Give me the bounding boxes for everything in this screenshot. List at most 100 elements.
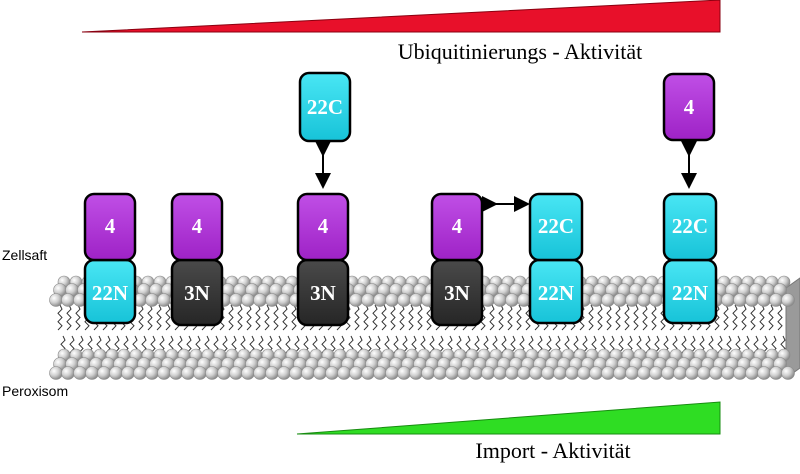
pex4-box: [430, 192, 484, 262]
lipid-head-bead: [289, 366, 303, 380]
lipid-head-bead: [265, 293, 279, 307]
pex4-box: [296, 192, 350, 262]
lipid-tail: [615, 304, 621, 331]
lipid-tail: [714, 304, 720, 331]
lipid-head-bead: [385, 366, 399, 380]
lipid-tail: [777, 304, 783, 331]
lipid-tail: [489, 304, 495, 331]
lipid-head-bead: [397, 366, 411, 380]
pex4-box-label: 4: [105, 214, 116, 238]
lipid-head-bead: [145, 366, 159, 380]
pex3n-box-label: 3N: [184, 281, 210, 305]
lipid-head-bead: [157, 366, 171, 380]
lipid-head-bead: [601, 366, 615, 380]
ubiquitination-activity-label: Ubiquitinierungs - Aktivität: [398, 39, 642, 64]
lipid-head-bead: [685, 366, 699, 380]
lipid-head-bead: [493, 293, 507, 307]
complex-pex4-pex22n: 22N 4: [83, 192, 137, 325]
lipid-tail: [246, 304, 252, 331]
lipid-head-bead: [193, 366, 207, 380]
complex-pex4-pex3n-side: 3N 4: [430, 192, 484, 327]
lipid-head-bead: [265, 366, 279, 380]
lipid-tail: [165, 304, 171, 331]
pex22n-box-label: 22N: [92, 281, 128, 305]
lipid-head-bead: [277, 366, 291, 380]
lipid-tail: [228, 304, 234, 331]
lipid-head-bead: [349, 366, 363, 380]
lipid-tail: [750, 304, 756, 331]
lipid-tail: [498, 304, 504, 331]
lipid-tail: [66, 304, 72, 331]
lipid-tail: [417, 304, 423, 331]
lipid-head-bead: [781, 366, 795, 380]
lipid-head-bead: [493, 366, 507, 380]
lipid-head-bead: [61, 366, 75, 380]
lipid-head-bead: [613, 366, 627, 380]
lipid-head-bead: [769, 293, 783, 307]
pex4-box: [83, 192, 137, 262]
lipid-tail: [651, 304, 657, 331]
pex22c-box-label: 22C: [672, 214, 708, 238]
lipid-tail: [264, 304, 270, 331]
lipid-head-bead: [253, 366, 267, 380]
lipid-head-bead: [733, 366, 747, 380]
lipid-head-bead: [529, 366, 543, 380]
lipid-head-bead: [205, 366, 219, 380]
lipid-tail: [147, 304, 153, 331]
lipid-head-bead: [661, 366, 675, 380]
lipid-head-bead: [181, 366, 195, 380]
lipid-head-bead: [325, 366, 339, 380]
lipid-tail: [138, 304, 144, 331]
lipid-head-bead: [541, 366, 555, 380]
lipid-head-bead: [229, 293, 243, 307]
lipid-head-bead: [505, 366, 519, 380]
complex-pex4-pex3n: 3N 4: [170, 192, 224, 327]
lipid-head-bead: [361, 366, 375, 380]
lipid-head-bead: [409, 293, 423, 307]
lipid-head-bead: [625, 366, 639, 380]
lipid-head-bead: [649, 293, 663, 307]
lipid-tail: [354, 304, 360, 331]
lipid-tail: [219, 304, 225, 331]
pex22c-box-label: 22C: [307, 95, 343, 119]
lipid-tail: [732, 304, 738, 331]
lipid-tail: [255, 304, 261, 331]
lipid-head-bead: [397, 293, 411, 307]
lipid-head-bead: [517, 293, 531, 307]
lipid-head-bead: [721, 293, 735, 307]
lipid-head-bead: [697, 366, 711, 380]
lipid-tail: [516, 304, 522, 331]
membrane-side-face: [785, 277, 800, 379]
lipid-head-bead: [637, 293, 651, 307]
lipid-head-bead: [61, 293, 75, 307]
lipid-head-bead: [733, 293, 747, 307]
lipid-head-bead: [589, 293, 603, 307]
lipid-head-bead: [73, 366, 87, 380]
cytosol-label: Zellsaft: [2, 247, 47, 263]
lipid-head-bead: [433, 366, 447, 380]
lipid-tail: [57, 304, 63, 331]
pex4-box-label: 4: [684, 95, 695, 119]
lipid-tail: [372, 304, 378, 331]
lipid-head-bead: [421, 366, 435, 380]
lipid-head-bead: [145, 293, 159, 307]
lipid-head-bead: [721, 366, 735, 380]
lipid-head-bead: [385, 293, 399, 307]
lipid-head-bead: [301, 366, 315, 380]
lipid-tail: [408, 304, 414, 331]
lipid-head-bead: [757, 293, 771, 307]
lipid-tail: [75, 304, 81, 331]
lipid-head-bead: [373, 293, 387, 307]
complex-pex22c-pex22n: 22N 22C: [528, 192, 584, 325]
lipid-head-bead: [445, 366, 459, 380]
lipid-head-bead: [277, 293, 291, 307]
lipid-head-bead: [757, 366, 771, 380]
lipid-tail: [579, 304, 585, 331]
lipid-head-bead: [505, 293, 519, 307]
lipid-head-bead: [121, 366, 135, 380]
lipid-tail: [741, 304, 747, 331]
lipid-tail: [426, 304, 432, 331]
lipid-tail: [768, 304, 774, 331]
lipid-tail: [390, 304, 396, 331]
lipid-head-bead: [637, 366, 651, 380]
